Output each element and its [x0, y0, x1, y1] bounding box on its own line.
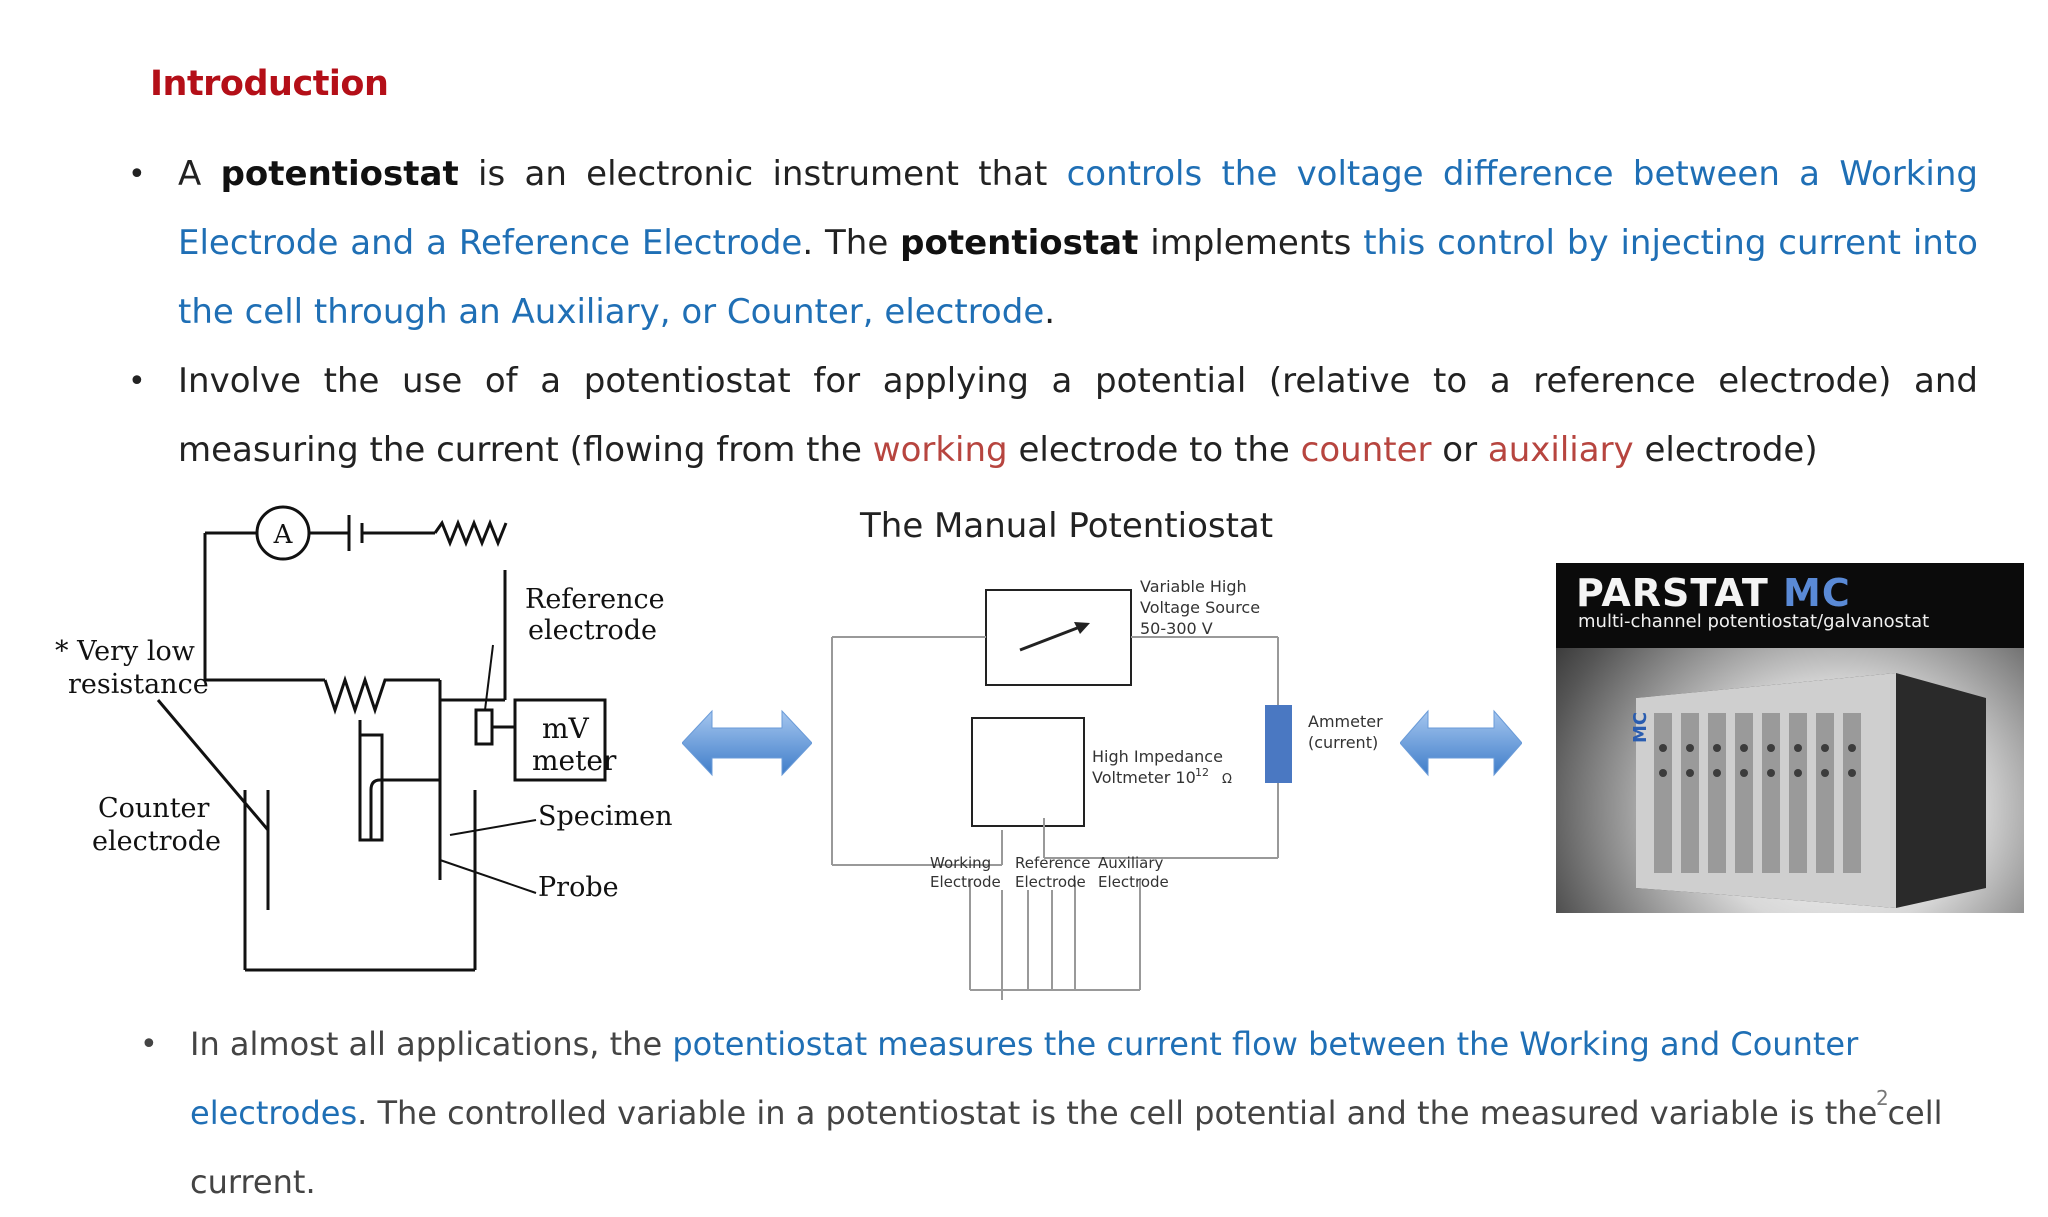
reference-electrode-label: electrode	[528, 615, 657, 646]
counter-label: Counter	[98, 793, 210, 824]
parstat-tagline: multi-channel potentiostat/galvanostat	[1578, 611, 1930, 632]
probe-label: Probe	[538, 872, 619, 903]
bullet-list: • A potentiostat is an electronic instru…	[128, 140, 1978, 485]
auxiliary-electrode-label-1: Auxiliary	[1098, 854, 1164, 872]
specimen-label: Specimen	[538, 801, 673, 832]
text: . The controlled variable in a potentios…	[190, 1094, 1943, 1201]
mv-label: mV	[542, 712, 590, 745]
very-low-label: * Very low	[55, 636, 195, 667]
hiv-exponent: 12	[1195, 766, 1209, 779]
text: .	[1044, 292, 1056, 332]
reference-label: Reference	[525, 584, 665, 615]
text: . The	[802, 223, 901, 263]
double-arrow-right	[1400, 709, 1522, 777]
bottom-bullet-list: • In almost all applications, the potent…	[140, 1010, 2040, 1217]
side-label: MC	[1630, 712, 1651, 743]
slide: Introduction • A potentiostat is an elec…	[55, 64, 2024, 1201]
auxiliary-electrode-label-2: Electrode	[1098, 873, 1169, 891]
page-number: 2	[1876, 1086, 1889, 1110]
text: A	[178, 154, 221, 194]
ammeter-symbol-label: A	[273, 520, 294, 550]
text: In almost all applications, the	[190, 1025, 673, 1063]
double-arrow-left	[682, 709, 812, 777]
reference-electrode-label-2: Electrode	[1015, 873, 1086, 891]
vhs-label-3: 50-300 V	[1140, 619, 1213, 638]
bullet-dot: •	[128, 157, 146, 192]
highlight-text: counter	[1300, 430, 1432, 470]
diagram-title: The Manual Potentiostat	[859, 506, 1273, 546]
highlight-text: controls the voltage difference between …	[178, 154, 1978, 263]
hiv-label-2: Voltmeter 10	[1092, 768, 1196, 787]
working-electrode-label-2: Electrode	[930, 873, 1001, 891]
brand-mc-text: MC	[1783, 571, 1851, 615]
working-electrode-label-1: Working	[930, 854, 991, 872]
highlight-text: potentiostat measures the current flow b…	[190, 1025, 1859, 1132]
text: electrode)	[1633, 430, 1818, 470]
bold-term: potentiostat	[900, 223, 1139, 263]
bullet-dot: •	[140, 1027, 158, 1062]
reference-electrode-label-1: Reference	[1015, 854, 1091, 872]
counter-electrode-label: electrode	[92, 826, 221, 857]
bullet-item-2: • Involve the use of a potentiostat for …	[128, 347, 1978, 485]
ammeter-current-label: (current)	[1308, 733, 1378, 752]
text: Involve the use of a potentiostat for ap…	[178, 361, 1978, 470]
parstat-brand: PARSTAT MC	[1576, 571, 1851, 615]
ohm-symbol: Ω	[1222, 772, 1232, 787]
bullet-item-3: • In almost all applications, the potent…	[140, 1010, 2040, 1217]
bullet-dot: •	[128, 364, 146, 399]
brand-text: PARSTAT	[1576, 571, 1769, 615]
vhs-label-1: Variable High	[1140, 577, 1247, 596]
instrument-rack-icon: MC	[1630, 673, 1986, 908]
bold-term: potentiostat	[220, 154, 459, 194]
highlight-text: auxiliary	[1487, 430, 1634, 470]
resistance-label: resistance	[68, 669, 209, 700]
vhs-label-2: Voltage Source	[1140, 598, 1260, 617]
parstat-product-image: PARSTAT MC multi-channel potentiostat/ga…	[1556, 563, 2024, 913]
text: electrode to the	[1007, 430, 1301, 470]
text: implements	[1138, 223, 1364, 263]
image-header-band	[1556, 563, 2024, 648]
ammeter-label: Ammeter	[1308, 712, 1383, 731]
bullet-item-1: • A potentiostat is an electronic instru…	[128, 140, 1978, 347]
slide-title: Introduction	[150, 64, 389, 104]
meter-label: meter	[532, 744, 617, 777]
ammeter-box	[1265, 705, 1292, 783]
text: is an electronic instrument that	[458, 154, 1067, 194]
text: or	[1431, 430, 1488, 470]
manual-potentiostat-diagram: The Manual Potentiostat Variable H	[831, 506, 1383, 1000]
highlight-text: this control by injecting current into t…	[178, 223, 1978, 332]
hiv-label-1: High Impedance	[1092, 747, 1223, 766]
circuit-diagram: A * Very low resistance Reference electr…	[55, 505, 673, 972]
highlight-text: working	[872, 430, 1008, 470]
